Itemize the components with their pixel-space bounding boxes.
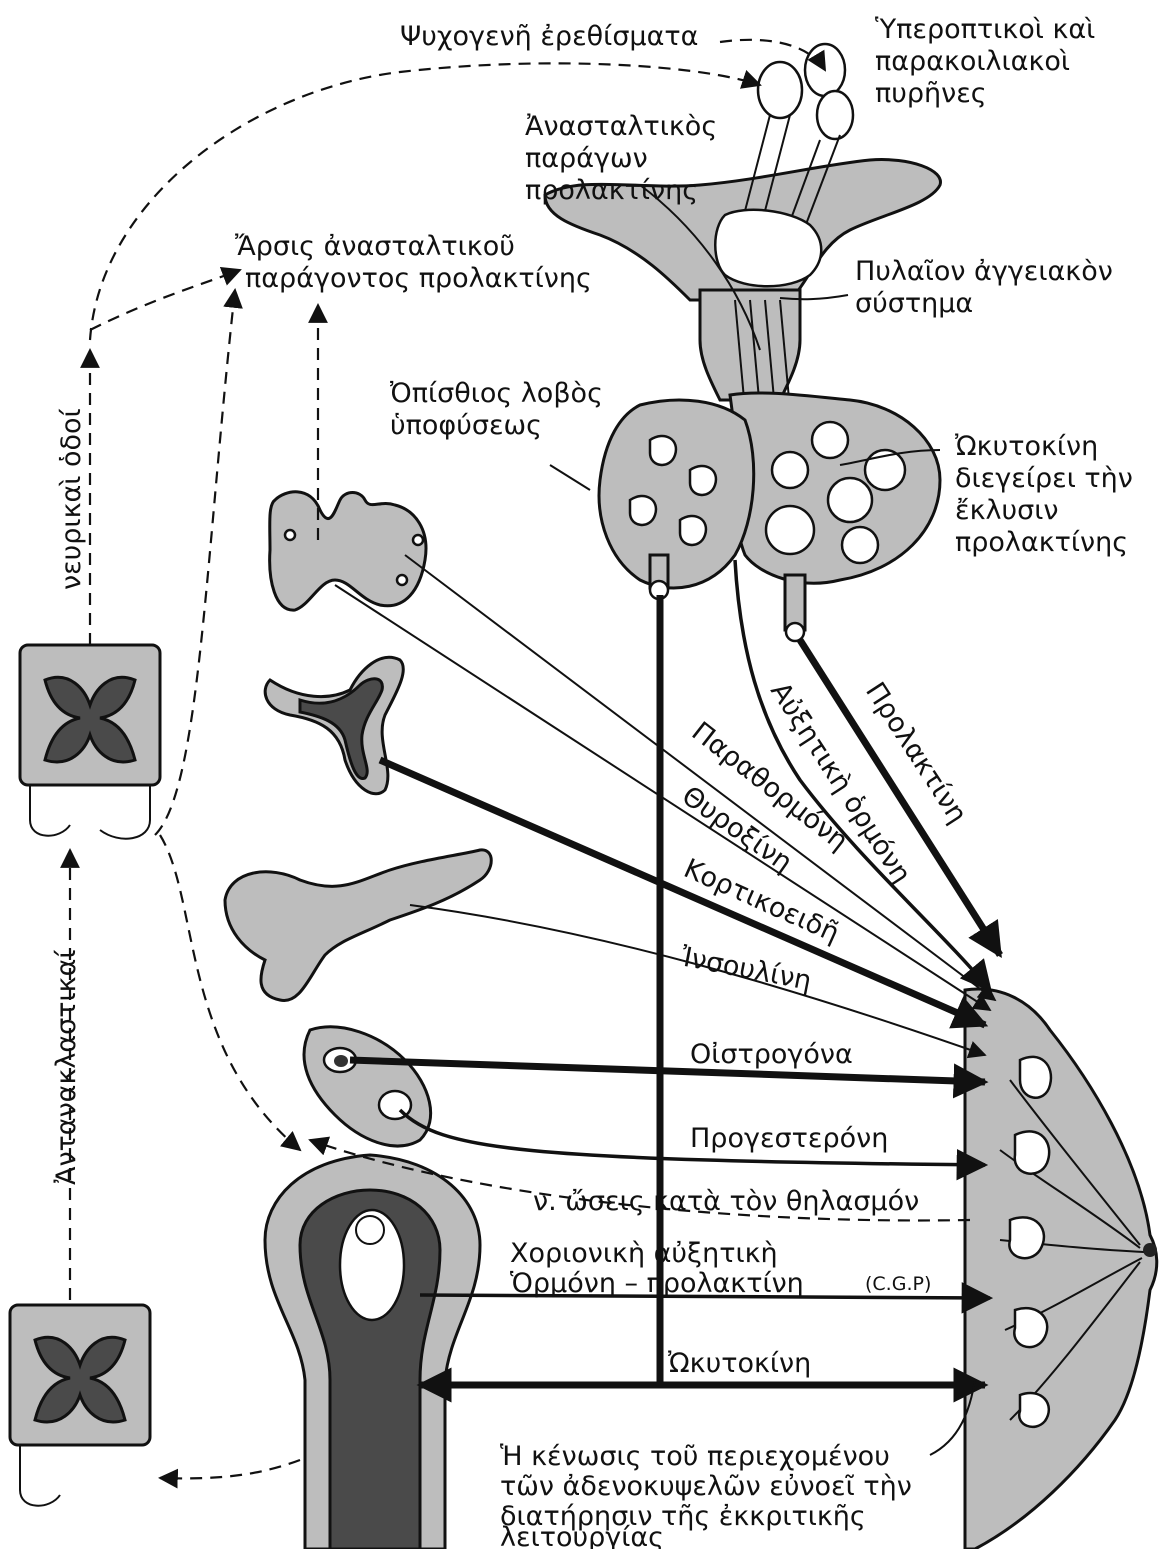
label-posterior-2: ὑποφύσεως: [390, 410, 542, 441]
adrenal-gland: [265, 657, 403, 793]
label-oxytocin-release-4: προλακτίνης: [955, 527, 1128, 558]
uterus: [265, 1155, 480, 1549]
posterior-leader: [550, 465, 590, 490]
spinal-cord-lower: [10, 1305, 150, 1506]
breast: [965, 989, 1157, 1549]
label-estrogens: Οἰστρογόνα: [690, 1039, 853, 1070]
label-posterior-1: Ὀπίσθιος λοβὸς: [390, 378, 603, 409]
posterior-pituitary: [599, 400, 754, 599]
label-portal-2: σύστημα: [855, 288, 973, 319]
label-progesterone: Προγεστερόνη: [690, 1123, 888, 1154]
pituitary-stalk: [700, 210, 821, 410]
label-prolactin: Προλακτίνη: [859, 677, 973, 829]
label-cgp-2: Ὁρμόνη – προλακτίνη: [510, 1268, 804, 1299]
label-nuclei-1: Ὑπεροπτικοὶ καὶ: [875, 14, 1095, 45]
prolactin-arrow: [800, 640, 1000, 955]
label-pif-3: προλακτίνης: [525, 175, 698, 206]
label-pif-removal-2: παράγοντος προλακτίνης: [245, 263, 592, 294]
label-oxytocin-release-1: Ὠκυτοκίνη: [955, 431, 1098, 462]
anterior-pituitary: [730, 393, 940, 641]
ovary: [304, 1027, 431, 1146]
label-cgp-abbr: (C.G.P): [865, 1273, 931, 1295]
label-neural-paths: νευρικαὶ ὁδοί: [56, 408, 87, 590]
label-insulin: Ἰνσουλίνη: [679, 941, 814, 997]
estrogens-arrow: [350, 1060, 985, 1082]
label-portal-1: Πυλαῖον ἀγγειακὸν: [855, 256, 1113, 287]
label-reflex: Ἀντανακλαστικαί: [51, 949, 82, 1185]
label-pif-2: παράγων: [525, 143, 648, 174]
label-oxytocin-release-3: ἔκλυσιν: [955, 495, 1058, 526]
label-oxytocin: Ὠκυτοκίνη: [668, 1348, 811, 1379]
label-oxytocin-release-2: διεγείρει τὴν: [955, 463, 1133, 494]
label-emptying-4: λειτουργίας: [500, 1522, 664, 1549]
label-emptying-2: τῶν ἀδενοκυψελῶν εὐνοεῖ τὴν: [500, 1471, 912, 1502]
label-pif-removal-1: Ἄρσις ἀνασταλτικοῦ: [235, 231, 515, 262]
label-nuclei-3: πυρῆνες: [875, 78, 987, 109]
parathormone-arrow: [405, 555, 995, 1000]
label-psychogenic: Ψυχογενῆ ἐρεθίσματα: [400, 21, 698, 52]
spinal-cord-upper: [20, 645, 160, 839]
label-emptying-1: Ἡ κένωσις τοῦ περιεχομένου: [500, 1441, 890, 1472]
label-pif-1: Ἀνασταλτικὸς: [525, 111, 717, 142]
label-suckling: ν. ὤσεις κατὰ τὸν θηλασμόν: [533, 1186, 919, 1217]
label-cgp-1: Χοριονικὴ αὐξητικὴ: [510, 1238, 778, 1269]
label-nuclei-2: παρακοιλιακοὶ: [875, 46, 1070, 77]
pancreas: [225, 850, 491, 1001]
